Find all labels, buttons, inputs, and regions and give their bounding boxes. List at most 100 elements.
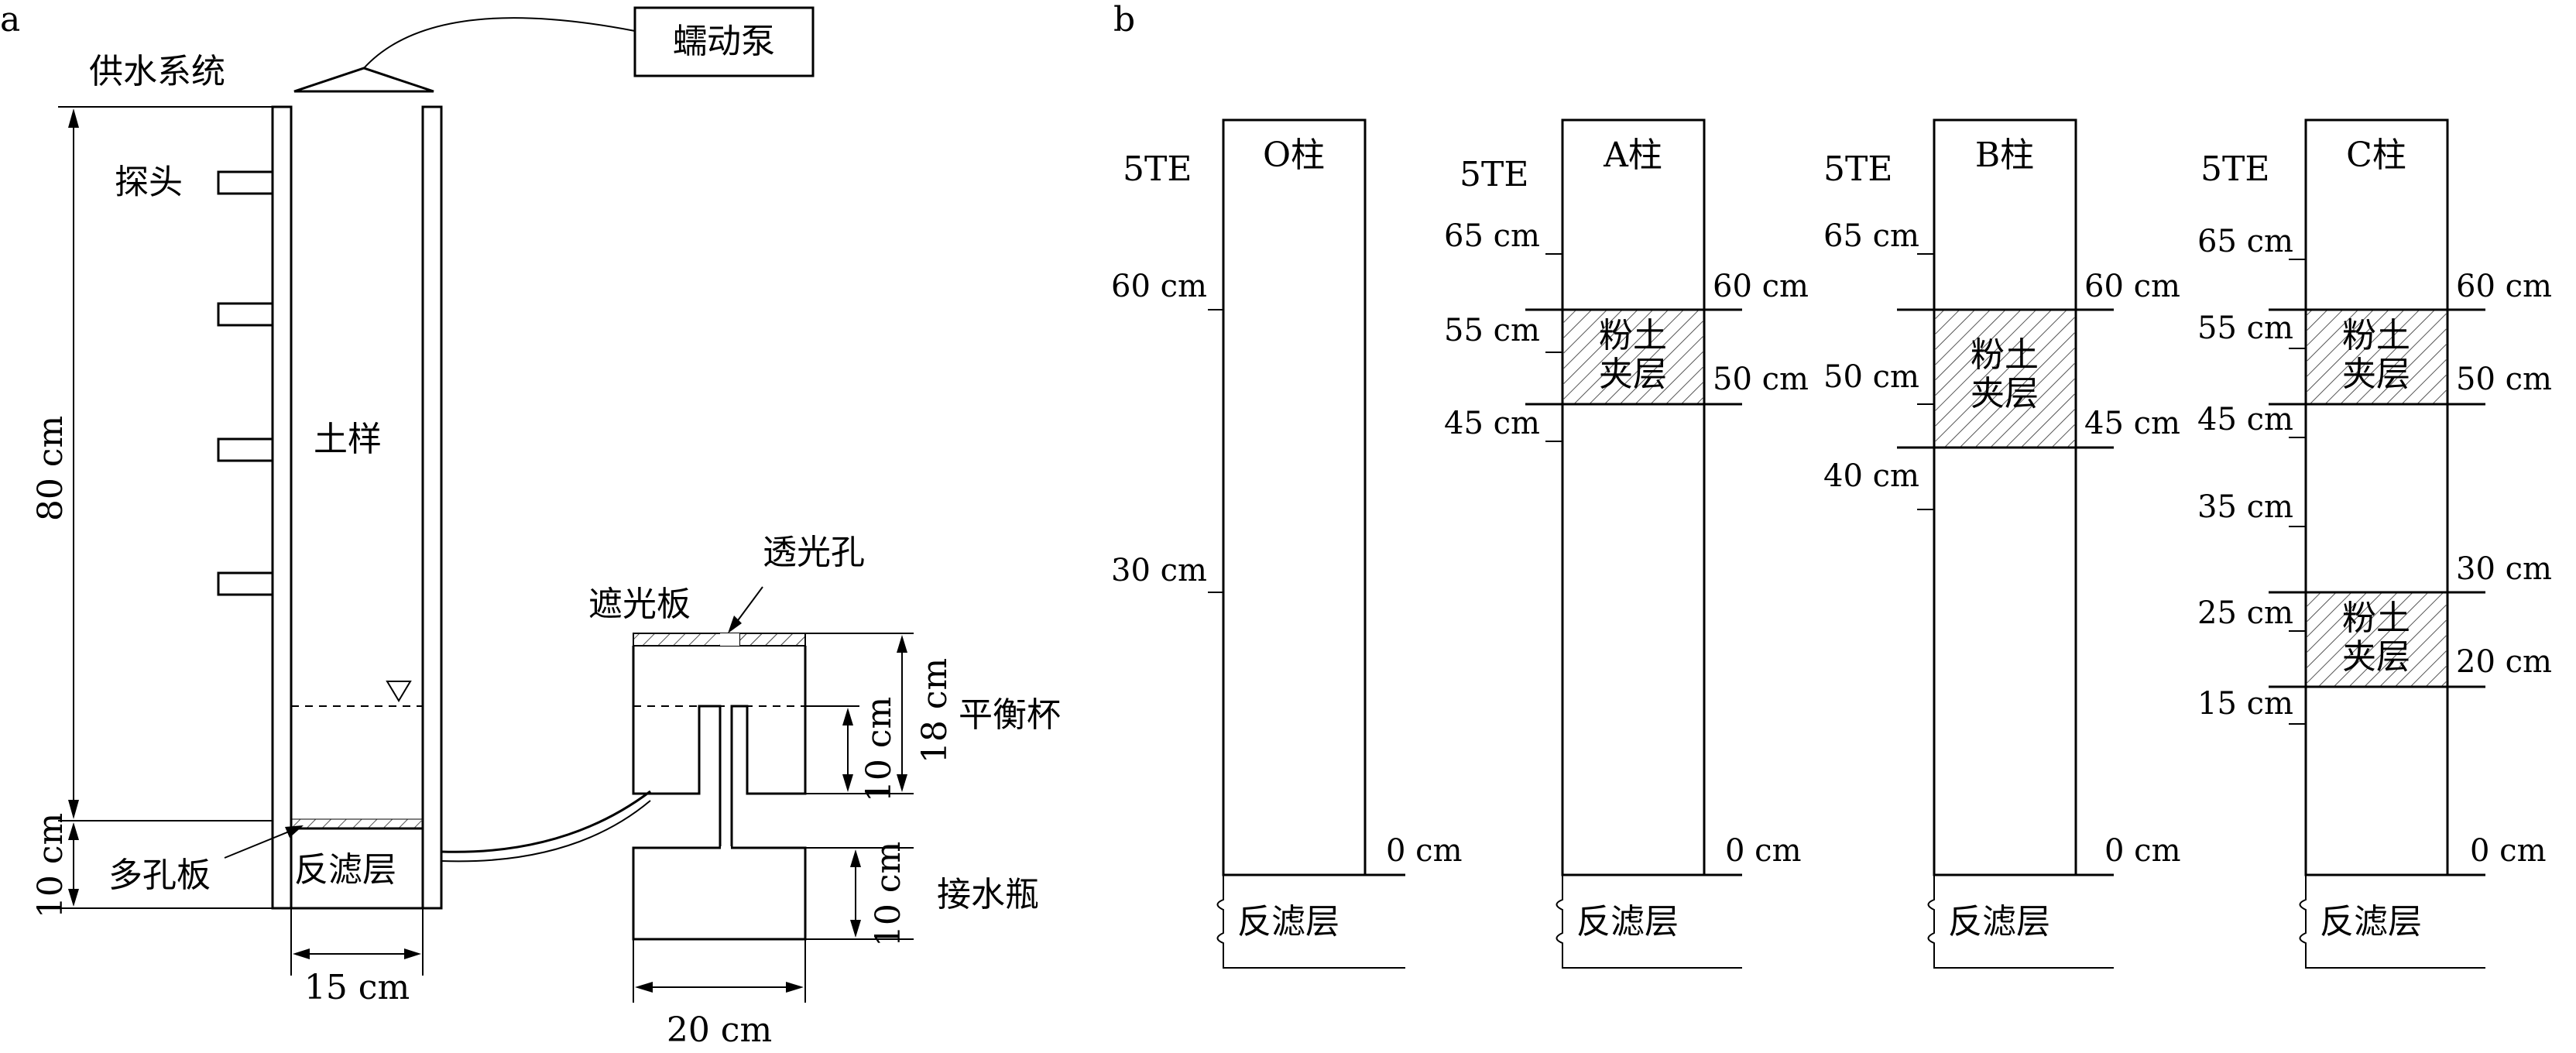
- arrow-20-l: [635, 982, 653, 993]
- water-level-marker: [386, 681, 412, 702]
- column-o-body: [1222, 118, 1367, 876]
- column-b-left-2: 40 cm: [1823, 458, 1919, 494]
- outlet-tube-2: [441, 800, 651, 863]
- column-a-left-1: 55 cm: [1444, 313, 1540, 348]
- column-a-body: [1561, 118, 1706, 876]
- arrow-c2: [842, 774, 853, 792]
- column-b-layer: [1933, 309, 2077, 448]
- column-c-layer-2-text-2: 夹层: [2342, 637, 2410, 677]
- water-supply-label: 供水系统: [89, 52, 225, 91]
- column-c-right-2: 30 cm: [2456, 551, 2552, 587]
- probe-4: [217, 571, 274, 596]
- column-a-filter-outline: [1556, 875, 1742, 969]
- arrow-porous: [285, 825, 304, 838]
- arrow-20-r: [786, 982, 804, 993]
- column-left-wall: [271, 105, 293, 910]
- column-o-filter: 反滤层: [1237, 902, 1339, 942]
- pump-tube: [363, 17, 636, 69]
- probe-3: [217, 437, 274, 462]
- column-b-layer-text-2: 夹层: [1971, 374, 2039, 413]
- column-c-left-4: 25 cm: [2197, 595, 2293, 631]
- width-15-label: 15 cm: [304, 968, 410, 1007]
- column-c-left-0: 65 cm: [2197, 224, 2293, 259]
- arrow-up: [68, 108, 79, 128]
- column-a-te: 5TE: [1460, 155, 1528, 194]
- column-b-title: B柱: [1975, 135, 2034, 175]
- arrow-c1: [842, 708, 853, 725]
- probe-1: [217, 170, 274, 195]
- pump-label: 蠕动泵: [673, 22, 775, 61]
- column-b-te: 5TE: [1823, 149, 1892, 189]
- column-o-left-0: 60 cm: [1111, 269, 1207, 304]
- filter-layer-label: 反滤层: [294, 850, 396, 890]
- arrow-up-2: [68, 822, 79, 840]
- arrow-down: [68, 800, 79, 819]
- column-c-te: 5TE: [2200, 149, 2269, 189]
- arrow-hole: [728, 616, 742, 633]
- arrow-15-l: [293, 948, 310, 959]
- light-hole: [720, 633, 739, 646]
- column-c-layer-1-text-1: 粉土: [2342, 316, 2410, 355]
- column-o-te: 5TE: [1123, 149, 1192, 189]
- column-c-left-5: 15 cm: [2197, 686, 2293, 722]
- column-b: B柱 5TE 65 cm 50 cm 40 cm 60 cm 45 cm 0 c…: [1823, 118, 2181, 969]
- bottle-10-label: 10 cm: [869, 842, 908, 947]
- column-a-right-0: 60 cm: [1713, 269, 1809, 304]
- column-c-body: [2304, 118, 2449, 876]
- light-shield-label: 遮光板: [588, 585, 691, 624]
- column-b-right-0: 60 cm: [2084, 269, 2180, 304]
- pump-box: [633, 6, 815, 77]
- arrow-b2: [850, 920, 861, 938]
- column-c-layer-1: [2305, 309, 2448, 405]
- column-c-right-1: 50 cm: [2456, 362, 2552, 397]
- column-a: A柱 5TE 65 cm 55 cm 45 cm 60 cm 50 cm 0 c…: [1444, 118, 1809, 969]
- cup-10-label: 10 cm: [859, 697, 899, 802]
- column-c-right-4: 0 cm: [2470, 833, 2547, 869]
- column-o-filter-outline: [1216, 875, 1405, 969]
- soil-sample-label: 土样: [314, 420, 382, 459]
- probe-2: [217, 302, 274, 327]
- column-a-right-2: 0 cm: [1725, 833, 1802, 869]
- column-a-layer: [1562, 309, 1705, 405]
- column-c-left-2: 45 cm: [2197, 402, 2293, 437]
- column-b-right-2: 0 cm: [2104, 833, 2181, 869]
- porous-plate: [290, 818, 424, 829]
- arrow-c3: [897, 635, 907, 653]
- light-shield-right: [739, 633, 806, 647]
- sprinkler-head: [293, 67, 434, 93]
- column-o-right-0: 0 cm: [1386, 833, 1463, 869]
- column-c-filter-outline: [2299, 875, 2485, 969]
- column-c-left-1: 55 cm: [2197, 310, 2293, 346]
- column-a-left-2: 45 cm: [1444, 406, 1540, 441]
- panel-b-label: b: [1113, 0, 1135, 39]
- column-c-layer-2-text-1: 粉土: [2342, 599, 2410, 638]
- column-b-layer-text-1: 粉土: [1971, 335, 2039, 375]
- column-b-body: [1933, 118, 2077, 876]
- column-c-filter: 反滤层: [2320, 902, 2422, 942]
- column-c-title: C柱: [2346, 135, 2406, 175]
- water-bottle-label: 接水瓶: [937, 875, 1039, 914]
- column-o-title: O柱: [1263, 135, 1325, 175]
- column-c-layer-1-text-2: 夹层: [2342, 355, 2410, 394]
- column-c-right-3: 20 cm: [2456, 644, 2552, 680]
- column-b-right-1: 45 cm: [2084, 406, 2180, 441]
- height-10-label: 10 cm: [31, 813, 70, 918]
- column-right-wall: [421, 105, 443, 910]
- column-a-layer-text-1: 粉土: [1599, 316, 1667, 355]
- column-a-layer-text-2: 夹层: [1599, 355, 1667, 394]
- arrow-b1: [850, 849, 861, 867]
- arrow-15-r: [404, 948, 421, 959]
- water-bottle: [632, 846, 807, 941]
- column-b-filter: 反滤层: [1948, 902, 2050, 942]
- column-c-right-0: 60 cm: [2456, 269, 2552, 304]
- light-hole-label: 透光孔: [763, 533, 865, 572]
- column-b-left-1: 50 cm: [1823, 359, 1919, 395]
- cup-18-label: 18 cm: [915, 658, 955, 763]
- column-a-title: A柱: [1603, 135, 1662, 175]
- column-o: O柱 5TE 60 cm 30 cm 0 cm 反滤层: [1111, 118, 1463, 969]
- outlet-tube: [441, 790, 651, 853]
- column-a-right-1: 50 cm: [1713, 362, 1809, 397]
- width-20-label: 20 cm: [667, 1010, 772, 1050]
- balance-cup-label: 平衡杯: [959, 695, 1061, 735]
